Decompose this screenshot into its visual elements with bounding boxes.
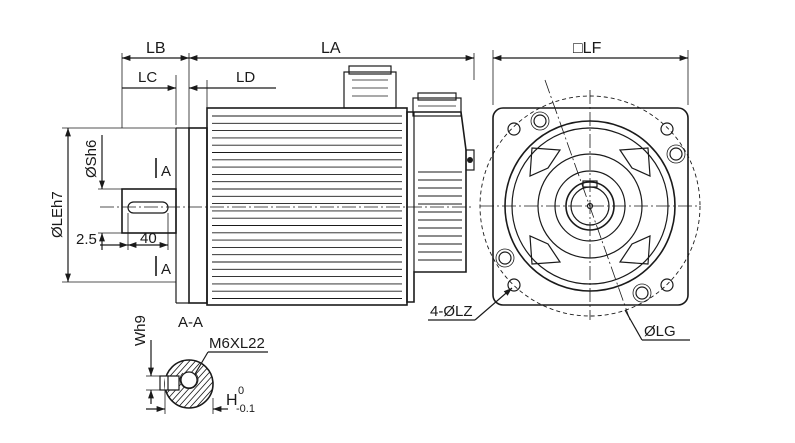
side-view: LB LA LC LD (49, 40, 475, 306)
le-label: ØLEh7 (49, 191, 66, 238)
flange (188, 127, 208, 304)
lf-label: □LF (573, 40, 602, 57)
section-hatch (179, 360, 213, 408)
shaft (121, 188, 177, 234)
flange-square (492, 107, 689, 306)
front-view: □LF (428, 40, 701, 341)
la-label: LA (321, 40, 341, 57)
dim-key: 2.5 40 (76, 213, 169, 250)
section-hatch (191, 360, 213, 408)
thread-label: M6XL22 (209, 335, 265, 352)
dim-lb-la: LB LA (121, 40, 475, 128)
lc-label: LC (138, 69, 157, 86)
dim-lc-ld: LC LD (122, 69, 276, 125)
section-aa: A-A M6XL22 Wh9 H 0 -0.1 (132, 314, 268, 415)
rib-cutouts (529, 147, 651, 265)
motor-body (206, 107, 408, 306)
power-connector (343, 65, 397, 109)
h-sup: 0 (238, 385, 244, 397)
lz-label: 4-ØLZ (430, 303, 473, 320)
wh-label: Wh9 (132, 315, 149, 346)
dim-40: 40 (140, 230, 157, 247)
h-sub: -0.1 (236, 403, 255, 415)
section-hatch (173, 360, 213, 408)
section-hatch (165, 360, 189, 408)
h-label: H (226, 392, 238, 409)
lb-label: LB (146, 40, 166, 57)
section-marks: A A (155, 158, 171, 278)
lg-label: ØLG (644, 323, 676, 340)
dim-le: ØLEh7 (49, 127, 176, 283)
encoder-connector (412, 92, 462, 117)
dim-2-5: 2.5 (76, 231, 97, 248)
section-aa-label: A-A (178, 314, 203, 331)
section-a-bottom: A (161, 261, 171, 278)
sh-label: ØSh6 (83, 140, 100, 178)
ld-label: LD (236, 69, 255, 86)
section-a-top: A (161, 163, 171, 180)
bolt-holes (495, 111, 686, 303)
section-hatch (165, 360, 171, 408)
section-hatch (185, 360, 213, 408)
dim-sh: ØSh6 (83, 135, 122, 250)
encoder-housing (406, 111, 475, 303)
